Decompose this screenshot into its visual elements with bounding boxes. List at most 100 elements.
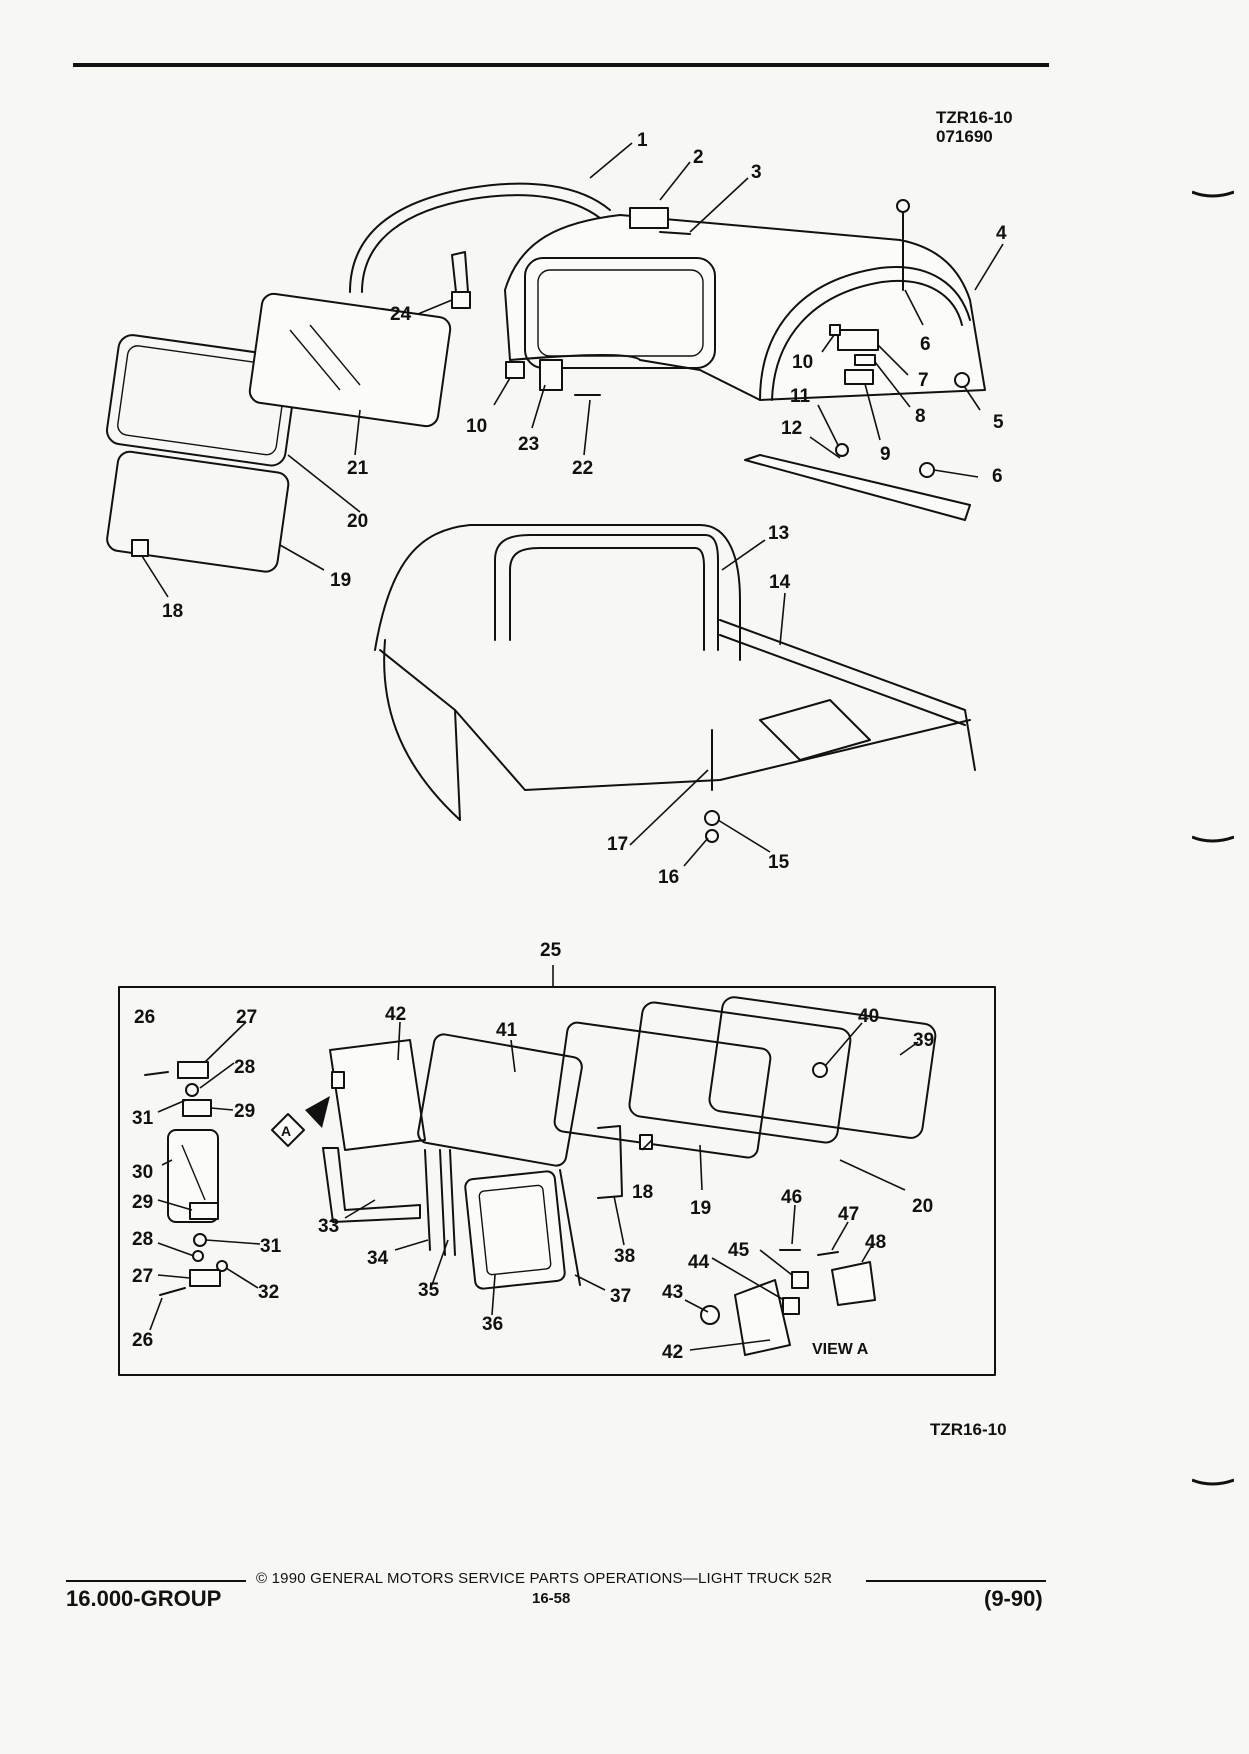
callout-29-bottom: 29 (132, 1192, 153, 1213)
bracket-38 (597, 1125, 623, 1199)
leader-47 (831, 1221, 849, 1251)
leader-45 (759, 1249, 793, 1276)
wheel-well (759, 699, 871, 761)
leader-11 (817, 404, 839, 446)
callout-20: 20 (347, 511, 368, 532)
leader-10-right (821, 334, 835, 353)
callout-numbers: 1 2 3 4 5 6 6 7 8 9 10 10 11 12 13 14 15… (132, 130, 1007, 1363)
cap-side-window-inner (537, 269, 704, 357)
callout-43: 43 (662, 1282, 683, 1303)
leader-27-bottom (157, 1274, 191, 1279)
view-marker-diamond (271, 1113, 305, 1147)
part-28-bottom (192, 1250, 204, 1262)
revision-date: (9-90) (984, 1586, 1043, 1611)
glass-21 (248, 292, 452, 428)
binder-mark-1 (1192, 190, 1234, 198)
part-29-bottom (189, 1202, 219, 1220)
window-seal-19 (106, 450, 290, 573)
rear-seal-arch-inner (361, 194, 601, 293)
leader-13 (721, 539, 766, 571)
side-window-parts (106, 292, 452, 573)
copyright-line: © 1990 GENERAL MOTORS SERVICE PARTS OPER… (256, 1570, 833, 1587)
screw-47 (817, 1251, 839, 1256)
footer-illustration-code: TZR16-10 (930, 1420, 1007, 1439)
front-seal-arch (759, 266, 971, 401)
callout-47: 47 (838, 1204, 859, 1225)
cap-bracket (629, 207, 669, 229)
callout-42-bottom: 42 (662, 1342, 683, 1363)
callout-9: 9 (880, 444, 891, 465)
nut-15 (704, 810, 720, 826)
callout-6-lower: 6 (992, 466, 1003, 487)
leader-32 (225, 1267, 259, 1289)
callout-40: 40 (858, 1006, 879, 1027)
leader-44 (711, 1257, 785, 1301)
footer-rule-left (66, 1580, 246, 1582)
slider-glass-36 (464, 1170, 566, 1290)
side-rail-12 (744, 454, 971, 521)
vent-glass-30 (167, 1129, 219, 1223)
callout-15: 15 (768, 852, 790, 873)
group-number: 16.000-GROUP (66, 1586, 222, 1611)
bed-side-rail-14 (719, 619, 976, 771)
callout-29-top: 29 (234, 1101, 255, 1122)
strip-35-b (449, 1149, 456, 1256)
callout-leaders (141, 142, 1004, 1351)
callout-8: 8 (915, 406, 926, 427)
bolt-3 (659, 231, 691, 235)
leader-8 (874, 361, 911, 408)
leader-43 (684, 1299, 709, 1313)
callout-33: 33 (318, 1216, 339, 1237)
callout-14: 14 (769, 572, 791, 593)
latch-24 (451, 291, 471, 309)
leader-17 (629, 769, 709, 846)
callout-1: 1 (637, 130, 648, 151)
callout-12: 12 (781, 418, 802, 439)
callout-25: 25 (540, 940, 562, 961)
leader-23 (531, 384, 546, 429)
leader-31-bottom (205, 1239, 261, 1245)
part-32 (216, 1260, 228, 1272)
leader-1 (589, 142, 633, 179)
callout-2: 2 (693, 147, 704, 168)
illustration-date-code: 071690 (936, 127, 993, 146)
callout-44: 44 (688, 1252, 710, 1273)
clip-18 (131, 539, 149, 557)
callout-28-top: 28 (234, 1057, 255, 1078)
leader-19 (279, 544, 325, 571)
knob-43 (700, 1305, 720, 1325)
nut-5 (954, 372, 970, 388)
stud-6-lower (919, 462, 935, 478)
leader-40 (824, 1022, 863, 1067)
callout-42-top: 42 (385, 1004, 406, 1025)
fastener-11 (835, 443, 849, 457)
leader-18-detail (641, 1139, 653, 1151)
cap-side-window-frame (524, 257, 716, 369)
part-27-top (177, 1061, 209, 1079)
part-44 (782, 1297, 800, 1315)
callout-26-bottom: 26 (132, 1330, 153, 1351)
leader-2 (659, 161, 691, 201)
part-27-bottom (189, 1269, 221, 1287)
stud-6-head (896, 199, 910, 213)
part-26-top (144, 1071, 169, 1076)
hinge-10 (505, 361, 525, 379)
callout-7: 7 (918, 370, 929, 391)
part-29-top (182, 1099, 212, 1117)
callout-18: 18 (162, 601, 183, 622)
illustration-code-id: TZR16-10 (936, 108, 1013, 127)
callout-31-bottom: 31 (260, 1236, 282, 1257)
window-seal-20-inner (117, 345, 287, 456)
callout-48: 48 (865, 1232, 886, 1253)
callout-23: 23 (518, 434, 539, 455)
callout-26-top: 26 (134, 1007, 155, 1028)
pin-8 (854, 354, 876, 366)
callout-41: 41 (496, 1020, 518, 1041)
leader-5 (963, 385, 981, 411)
cab-roof-outline (374, 524, 741, 661)
bed-floor-edge (454, 709, 971, 791)
cab-side-line (379, 649, 461, 821)
leader-39 (899, 1041, 919, 1056)
